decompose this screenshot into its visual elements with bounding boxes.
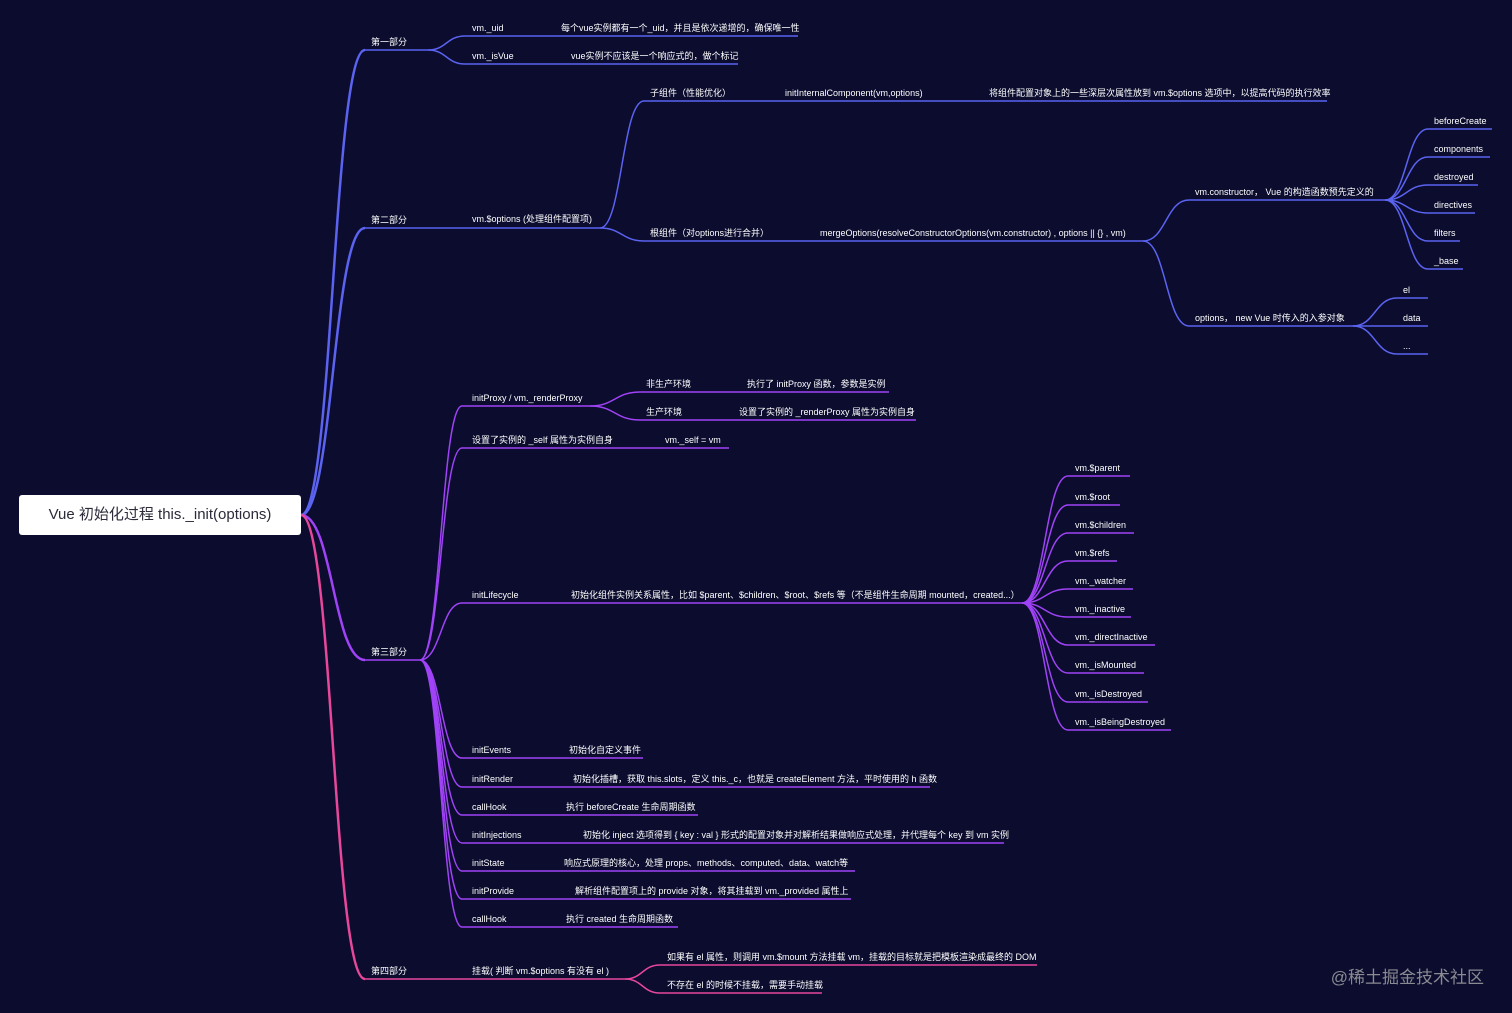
opts-item[interactable]: el xyxy=(1403,285,1411,295)
connector-curve xyxy=(1021,532,1069,604)
connector-curve xyxy=(589,391,641,407)
dev-env-label[interactable]: 非生产环境 xyxy=(646,379,692,389)
connector-curve xyxy=(419,659,463,928)
init-internal-component-label[interactable]: initInternalComponent(vm,options) xyxy=(785,88,923,98)
connector-curve xyxy=(1384,156,1429,201)
self-label[interactable]: 设置了实例的 _self 属性为实例自身 xyxy=(472,435,614,445)
mount-no-desc[interactable]: 不存在 el 的时候不挂载，需要手动挂载 xyxy=(667,980,824,990)
lifecycle-prop[interactable]: vm._isDestroyed xyxy=(1075,689,1143,699)
lifecycle-prop[interactable]: vm.$root xyxy=(1075,492,1111,502)
connector-curve xyxy=(1021,504,1069,604)
connector-curve xyxy=(599,100,645,229)
step-label[interactable]: initRender xyxy=(472,774,514,784)
connector-curve xyxy=(419,405,463,661)
step-desc[interactable]: 初始化自定义事件 xyxy=(569,745,642,755)
ctor-item[interactable]: directives xyxy=(1434,200,1473,210)
child-component-label[interactable]: 子组件（性能优化） xyxy=(650,88,732,98)
mount-label[interactable]: 挂载( 判断 vm.$options 有没有 el ) xyxy=(472,966,610,976)
opts-item[interactable]: data xyxy=(1403,313,1421,323)
connector-curve xyxy=(589,405,641,421)
lifecycle-prop[interactable]: vm.$parent xyxy=(1075,463,1121,473)
connector-curve xyxy=(1142,199,1190,242)
uid-label[interactable]: vm._uid xyxy=(472,23,504,33)
connector-curve xyxy=(1384,128,1429,201)
step-desc[interactable]: 初始化 inject 选项得到 { key : val } 形式的配置对象并对解… xyxy=(583,830,1010,840)
step-label[interactable]: initInjections xyxy=(472,830,522,840)
init-lifecycle-desc[interactable]: 初始化组件实例关系属性，比如 $parent、$children、$root、$… xyxy=(571,590,1020,600)
root-component-label[interactable]: 根组件（对options进行合并） xyxy=(650,228,770,238)
lifecycle-prop[interactable]: vm._isMounted xyxy=(1075,660,1137,670)
connector-curve xyxy=(300,226,366,517)
child-component-desc[interactable]: 将组件配置对象上的一些深层次属性放到 vm.$options 选项中，以提高代码… xyxy=(989,88,1331,98)
connector-curve xyxy=(1384,199,1429,270)
connector-curve xyxy=(419,659,463,759)
connector-curve xyxy=(599,227,645,242)
mount-yes-desc[interactable]: 如果有 el 属性，则调用 vm.$mount 方法挂载 vm，挂载的目标就是把… xyxy=(667,952,1037,962)
connector-curve xyxy=(1352,297,1398,327)
part4-label[interactable]: 第四部分 xyxy=(371,966,408,976)
connector-curve xyxy=(300,513,366,981)
ctor-item[interactable]: destroyed xyxy=(1434,172,1474,182)
connector-curve xyxy=(1021,602,1069,731)
prod-env-desc[interactable]: 设置了实例的 _renderProxy 属性为实例自身 xyxy=(739,407,916,417)
prod-env-label[interactable]: 生产环境 xyxy=(646,407,683,417)
lifecycle-prop[interactable]: vm._isBeingDestroyed xyxy=(1075,717,1166,727)
connector-curve xyxy=(624,978,661,994)
connector-curve xyxy=(1021,602,1069,703)
step-desc[interactable]: 初始化插槽，获取 this.slots，定义 this._c，也就是 creat… xyxy=(573,774,938,784)
self-desc[interactable]: vm._self = vm xyxy=(665,435,721,445)
step-desc[interactable]: 解析组件配置项上的 provide 对象，将其挂载到 vm._provided … xyxy=(575,886,849,896)
ctor-item[interactable]: beforeCreate xyxy=(1434,116,1487,126)
connector-curve xyxy=(427,49,466,65)
ctor-item[interactable]: filters xyxy=(1434,228,1456,238)
options-param-label[interactable]: options， new Vue 时传入的入参对象 xyxy=(1195,313,1345,323)
connector-curve xyxy=(300,513,366,662)
dev-env-desc[interactable]: 执行了 initProxy 函数，参数是实例 xyxy=(747,379,886,389)
merge-options-label[interactable]: mergeOptions(resolveConstructorOptions(v… xyxy=(820,228,1126,238)
connector-curve xyxy=(1352,325,1398,355)
lifecycle-prop[interactable]: vm._directInactive xyxy=(1075,632,1148,642)
connector-curve xyxy=(624,964,661,980)
ctor-item[interactable]: components xyxy=(1434,144,1484,154)
init-proxy-label[interactable]: initProxy / vm._renderProxy xyxy=(472,393,583,403)
step-label[interactable]: callHook xyxy=(472,802,507,812)
ctor-item[interactable]: _base xyxy=(1434,256,1459,266)
connector-curve xyxy=(300,48,366,517)
options-label[interactable]: vm.$options (处理组件配置项) xyxy=(472,214,593,224)
isvue-label[interactable]: vm._isVue xyxy=(472,51,514,61)
lifecycle-prop[interactable]: vm.$refs xyxy=(1075,548,1110,558)
step-desc[interactable]: 执行 beforeCreate 生命周期函数 xyxy=(566,802,696,812)
uid-desc[interactable]: 每个vue实例都有一个_uid，并且是依次递增的，确保唯一性 xyxy=(561,23,800,33)
vm-constructor-label[interactable]: vm.constructor， Vue 的构造函数预先定义的 xyxy=(1195,187,1374,197)
init-lifecycle-label[interactable]: initLifecycle xyxy=(472,590,519,600)
part2-label[interactable]: 第二部分 xyxy=(371,215,408,225)
step-label[interactable]: callHook xyxy=(472,914,507,924)
lifecycle-prop[interactable]: vm._inactive xyxy=(1075,604,1126,614)
root-node[interactable]: Vue 初始化过程 this._init(options) xyxy=(19,495,301,535)
step-label[interactable]: initProvide xyxy=(472,886,515,896)
connector-curve xyxy=(419,659,463,844)
isvue-desc[interactable]: vue实例不应该是一个响应式的，做个标记 xyxy=(571,51,739,61)
step-desc[interactable]: 执行 created 生命周期函数 xyxy=(566,914,674,924)
opts-item[interactable]: ... xyxy=(1403,341,1411,351)
connector-curve xyxy=(419,659,463,872)
lifecycle-prop[interactable]: vm._watcher xyxy=(1075,576,1127,586)
connector-curve xyxy=(1021,475,1069,604)
step-label[interactable]: initState xyxy=(472,858,505,868)
lifecycle-prop[interactable]: vm.$children xyxy=(1075,520,1127,530)
connector-curve xyxy=(419,602,463,661)
watermark: @稀土掘金技术社区 xyxy=(1330,968,1484,987)
step-label[interactable]: initEvents xyxy=(472,745,512,755)
connector-curve xyxy=(1142,240,1190,327)
part1-label[interactable]: 第一部分 xyxy=(371,37,408,47)
step-desc[interactable]: 响应式原理的核心，处理 props、methods、computed、data、… xyxy=(564,858,849,868)
connector-curve xyxy=(1021,560,1069,604)
part3-label[interactable]: 第三部分 xyxy=(371,647,408,657)
connector-curve xyxy=(419,447,463,661)
connector-curve xyxy=(427,35,466,51)
